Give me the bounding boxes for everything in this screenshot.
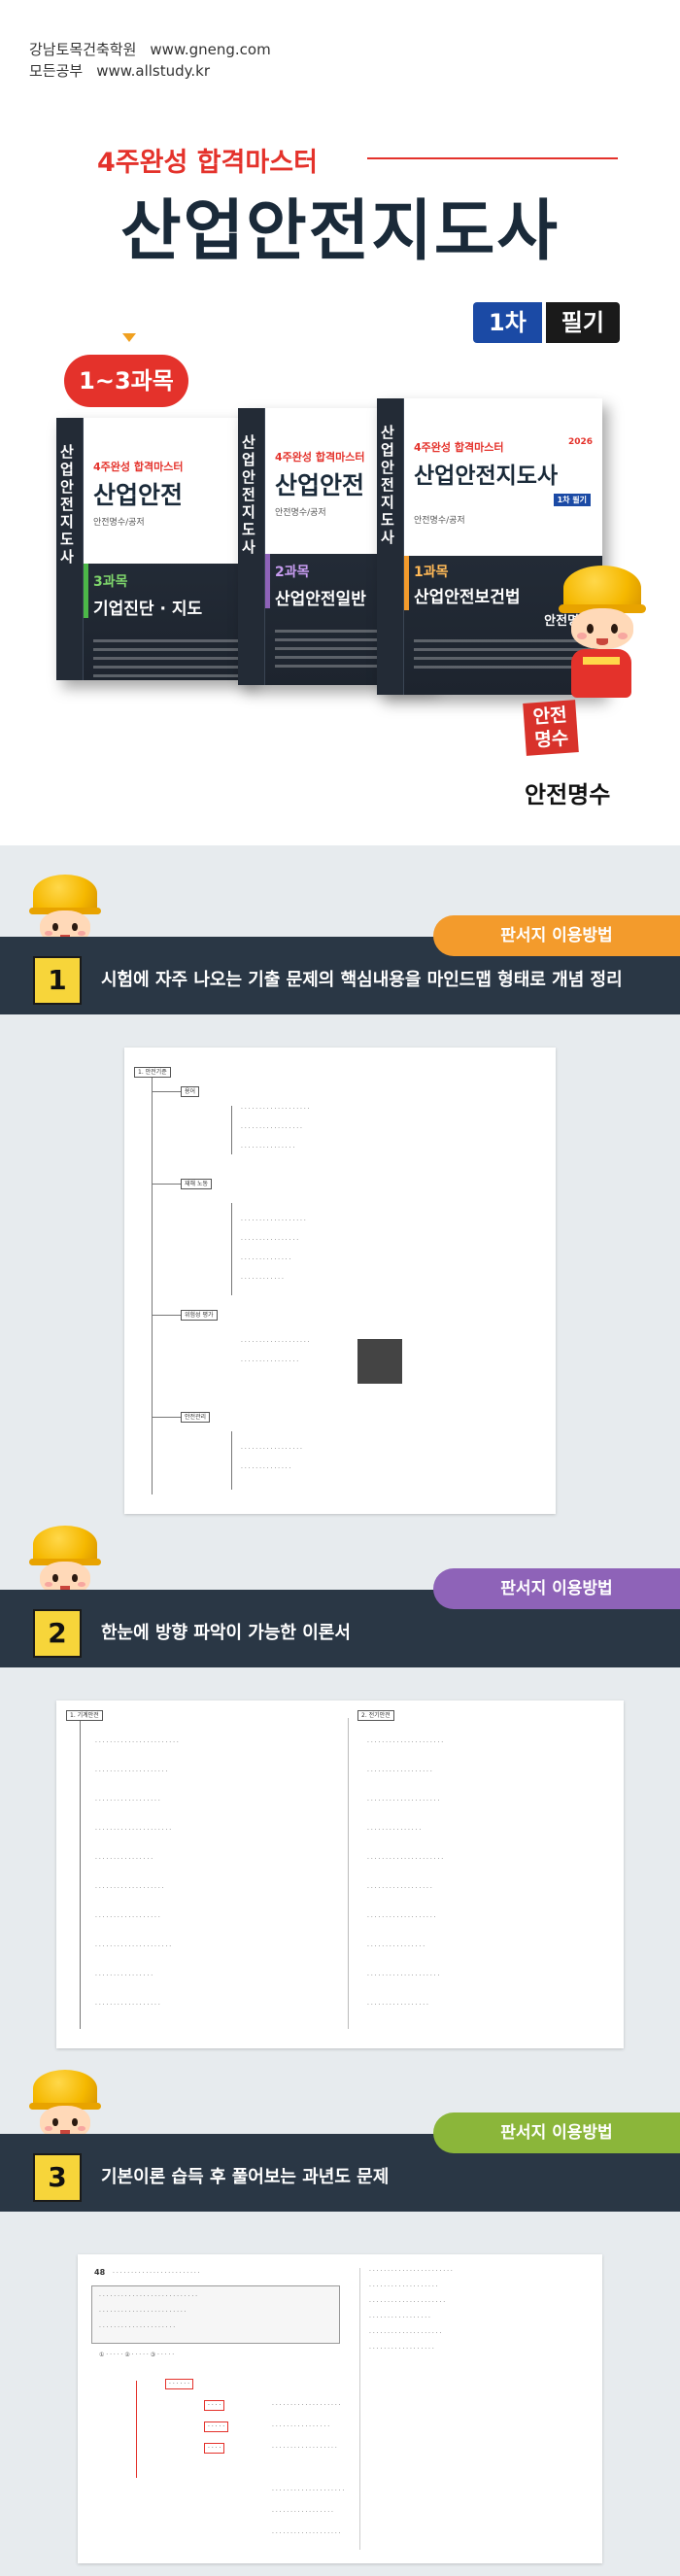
section-description: 기본이론 습득 후 풀어보는 과년도 문제 — [101, 2167, 390, 2187]
subjects-badge: 1~3과목 — [64, 355, 188, 407]
stamp-logo: 안전 명수 — [523, 700, 579, 756]
section-banner: 판서지 이용방법 1 시험에 자주 나오는 기출 문제의 핵심내용을 마인드맵 … — [0, 915, 680, 1014]
section-1: 판서지 이용방법 1 시험에 자주 나오는 기출 문제의 핵심내용을 마인드맵 … — [0, 845, 680, 1526]
section-banner: 판서지 이용방법 3 기본이론 습득 후 풀어보는 과년도 문제 — [0, 2112, 680, 2212]
section-number: 1 — [33, 956, 82, 1005]
book-subject-no: 3과목 — [93, 574, 128, 590]
section-description: 시험에 자주 나오는 기출 문제의 핵심내용을 마인드맵 형태로 개념 정리 — [101, 970, 623, 990]
section-banner: 판서지 이용방법 2 한눈에 방향 파악이 가능한 이론서 — [0, 1568, 680, 1667]
section-3: 판서지 이용방법 3 기본이론 습득 후 풀어보는 과년도 문제 48 · · … — [0, 2070, 680, 2576]
book-grade-badge: 1차 필기 — [553, 494, 591, 506]
book-subject-no: 1과목 — [414, 565, 449, 580]
section-number: 2 — [33, 1609, 82, 1658]
book-year: 2026 — [567, 437, 593, 447]
book-subject-3: 산업안전지도사 4주완성 합격마스터 산업안전 안전명수/공저 3과목 기업진단… — [56, 418, 251, 680]
mascot-label: 안전명수 — [525, 781, 611, 808]
book-spine: 산업안전지도사 — [377, 398, 404, 695]
hero-section: 강남토목건축학원 www.gneng.com 모든공부 www.allstudy.k… — [0, 0, 680, 845]
section-tab-label: 판서지 이용방법 — [433, 1568, 680, 1609]
book-tag: 4주완성 합격마스터 — [414, 441, 504, 454]
grade-label: 1차 — [473, 302, 542, 343]
book-author: 안전명수/공저 — [275, 508, 326, 518]
book-subject: 산업안전보건법 — [414, 588, 521, 607]
book-spine: 산업안전지도사 — [238, 408, 265, 685]
book-title: 산업안전 — [93, 481, 184, 509]
brand-row-study: 모든공부 www.allstudy.kr — [29, 60, 271, 82]
book-cover: 4주완성 합격마스터 산업안전 안전명수/공저 3과목 기업진단 · 지도 — [84, 418, 251, 680]
mascot-icon — [559, 566, 646, 659]
book-subject-no: 2과목 — [275, 565, 310, 580]
book-subject-1: 산업안전지도사 4주완성 합격마스터 산업안전지도사 안전명수/공저 2026 … — [377, 398, 602, 695]
book-spine: 산업안전지도사 — [56, 418, 84, 680]
book-tag: 4주완성 합격마스터 — [93, 461, 184, 473]
book-subject: 산업안전일반 — [275, 590, 366, 609]
academy-name: 강남토목건축학원 — [29, 41, 137, 58]
book-tag: 4주완성 합격마스터 — [275, 451, 365, 464]
section-description: 한눈에 방향 파악이 가능한 이론서 — [101, 1623, 351, 1643]
grade-badge: 1차 필기 — [473, 302, 620, 343]
section-tab-label: 판서지 이용방법 — [433, 915, 680, 956]
hero-title: 산업안전지도사 — [120, 193, 560, 270]
chevron-down-icon — [122, 333, 136, 342]
study-name: 모든공부 — [29, 62, 84, 80]
theory-sheet-2: 1. 기계안전 2. 전기안전 · · · · · · · · · · · · … — [56, 1700, 624, 2048]
book-title: 산업안전지도사 — [414, 464, 559, 489]
book-author: 안전명수/공저 — [414, 516, 465, 526]
section-2: 판서지 이용방법 2 한눈에 방향 파악이 가능한 이론서 1. 기계안전 2.… — [0, 1526, 680, 2070]
tagline-rule — [367, 157, 618, 159]
academy-url[interactable]: www.gneng.com — [150, 41, 271, 58]
section-tab-label: 판서지 이용방법 — [433, 2112, 680, 2153]
exam-sheet-3: 48 · · · · · · · · · · · · · · · · · · ·… — [78, 2254, 602, 2563]
book-title: 산업안전 — [275, 471, 365, 499]
study-url[interactable]: www.allstudy.kr — [96, 62, 211, 80]
brand-lines: 강남토목건축학원 www.gneng.com 모든공부 www.allstudy.k… — [29, 39, 271, 82]
book-cover: 4주완성 합격마스터 산업안전지도사 안전명수/공저 2026 1차 필기 1과… — [404, 398, 602, 695]
brand-row-academy: 강남토목건축학원 www.gneng.com — [29, 39, 271, 60]
section-number: 3 — [33, 2153, 82, 2202]
book-author: 안전명수/공저 — [93, 518, 145, 528]
exam-type-label: 필기 — [545, 302, 620, 343]
book-subject: 기업진단 · 지도 — [93, 600, 203, 619]
hero-tagline: 4주완성 합격마스터 — [97, 148, 318, 178]
mindmap-sheet-1: 1. 안전기준 용어 재해 노동 위험성 평가 안전관리 · · · · · ·… — [124, 1048, 556, 1514]
